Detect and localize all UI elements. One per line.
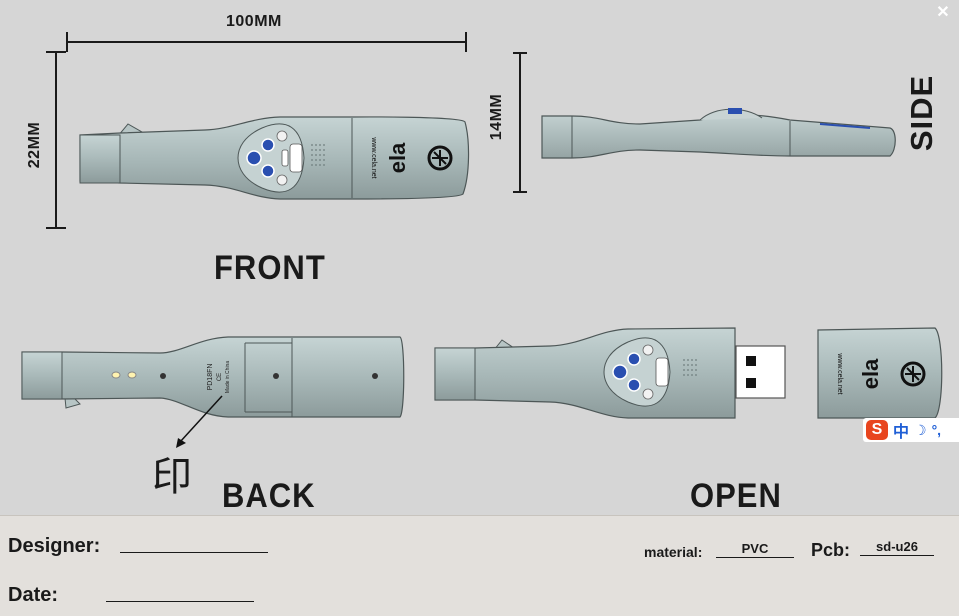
designer-line <box>120 552 268 553</box>
usb-connector <box>735 345 786 399</box>
open-logo-url: www.cela.net <box>836 352 843 394</box>
back-view: PD18FN CE Made in China <box>21 336 405 448</box>
side-view <box>541 108 896 159</box>
open-logo: ela www.cela.net <box>836 352 926 395</box>
sogou-logo-icon[interactable]: S <box>866 420 888 440</box>
moon-icon[interactable]: ☽ <box>914 421 927 438</box>
side-label: SIDE <box>904 74 940 152</box>
dimension-length <box>66 32 467 52</box>
front-logo: ela www.cela.net <box>370 136 453 179</box>
back-label-text: PD18FN CE Made in China <box>207 361 231 393</box>
dimension-thickness <box>513 52 527 193</box>
front-label: FRONT <box>214 248 326 287</box>
usb-cap <box>817 327 943 419</box>
front-view: ela www.cela.net <box>79 116 470 200</box>
pcb-value: sd-u26 <box>860 539 934 556</box>
material-value: PVC <box>716 541 794 558</box>
svg-text:PD18FN: PD18FN <box>207 364 214 391</box>
open-view: ela www.cela.net <box>434 327 943 419</box>
title-block: Designer: Date: material: PVC Pcb: sd-u2… <box>0 515 959 616</box>
dimension-height-label: 22MM <box>26 121 44 169</box>
dimension-thickness-label: 14MM <box>488 93 506 141</box>
close-icon[interactable]: ✕ <box>936 4 950 21</box>
dimension-length-label: 100MM <box>226 13 282 30</box>
pcb-label: Pcb: <box>811 540 851 560</box>
svg-text:Made in China: Made in China <box>225 361 231 393</box>
drawing-svg: ela www.cela.net PD18FN CE Made in China <box>21 32 943 448</box>
ime-toolbar[interactable]: S 中 ☽ °, <box>863 418 959 442</box>
punctuation-toggle[interactable]: °, <box>931 422 942 438</box>
ime-mode-toggle[interactable]: 中 <box>893 422 910 441</box>
svg-text:CE: CE <box>217 373 223 381</box>
technical-drawing: ela www.cela.net PD18FN CE Made in China <box>21 4 959 515</box>
svg-text:ela: ela <box>385 142 410 173</box>
designer-label: Designer: <box>8 535 101 557</box>
back-label: BACK <box>222 476 316 515</box>
material-label: material: <box>644 544 703 560</box>
open-label: OPEN <box>690 476 782 515</box>
dimension-height <box>46 51 66 229</box>
annotation-character: 印 <box>152 454 192 500</box>
svg-text:ela: ela <box>858 358 883 389</box>
date-label: Date: <box>8 584 59 606</box>
front-logo-url: www.cela.net <box>370 136 377 178</box>
date-line <box>106 601 254 602</box>
